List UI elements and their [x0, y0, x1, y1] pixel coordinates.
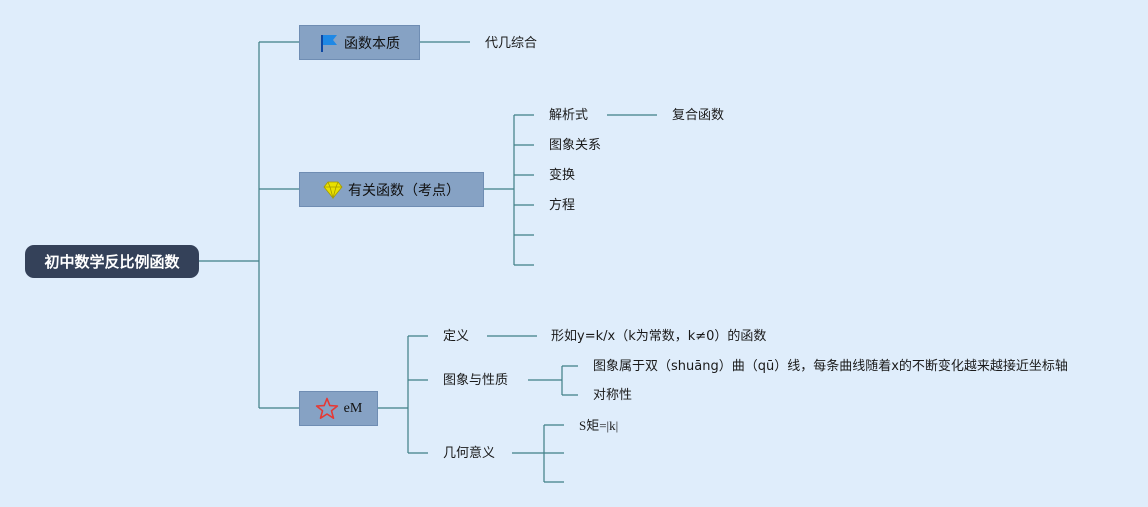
- topic-bianhuan[interactable]: 变换: [549, 168, 576, 183]
- branch-label: 有关函数（考点）: [348, 182, 460, 199]
- topic-jiexishi[interactable]: 解析式: [549, 108, 589, 123]
- topic-fangcheng[interactable]: 方程: [549, 198, 576, 213]
- topic-tuxiang-xingzhi[interactable]: 图象与性质: [443, 373, 509, 388]
- topic-s-ju[interactable]: S矩=|k|: [579, 418, 619, 433]
- topic-dingyi[interactable]: 定义: [443, 329, 470, 344]
- diamond-icon: [323, 181, 343, 199]
- connector-root-trunk: [199, 41, 299, 409]
- connector-jihe: [512, 424, 564, 483]
- connector-xingzhi: [528, 365, 578, 396]
- flag-icon: [319, 33, 339, 53]
- branch-label: eM: [343, 400, 363, 416]
- branch-em[interactable]: eM: [299, 391, 378, 426]
- topic-tuxiang-guanxi[interactable]: 图象关系: [549, 138, 602, 153]
- topic-jihe-yiyi[interactable]: 几何意义: [443, 446, 496, 461]
- topic-fuhe-hanshu[interactable]: 复合函数: [672, 108, 725, 123]
- connector-branch3: [378, 335, 428, 454]
- branch-related-functions[interactable]: 有关函数（考点）: [299, 172, 484, 207]
- topic-daiji-zonghe[interactable]: 代几综合: [485, 36, 538, 51]
- root-label: 初中数学反比例函数: [44, 253, 180, 271]
- topic-dingyi-detail[interactable]: 形如y=k/x（k为常数，k≠0）的函数: [551, 329, 767, 344]
- root-node[interactable]: 初中数学反比例函数: [25, 245, 199, 278]
- branch-label: 函数本质: [344, 35, 400, 52]
- topic-shuangquxian[interactable]: 图象属于双（shuāng）曲（qū）线，每条曲线随着x的不断变化越来越接近坐标轴: [593, 359, 1068, 374]
- topic-duichenxing[interactable]: 对称性: [593, 388, 633, 403]
- connector-branch2: [484, 114, 534, 266]
- star-icon: [315, 397, 339, 421]
- branch-function-essence[interactable]: 函数本质: [299, 25, 420, 60]
